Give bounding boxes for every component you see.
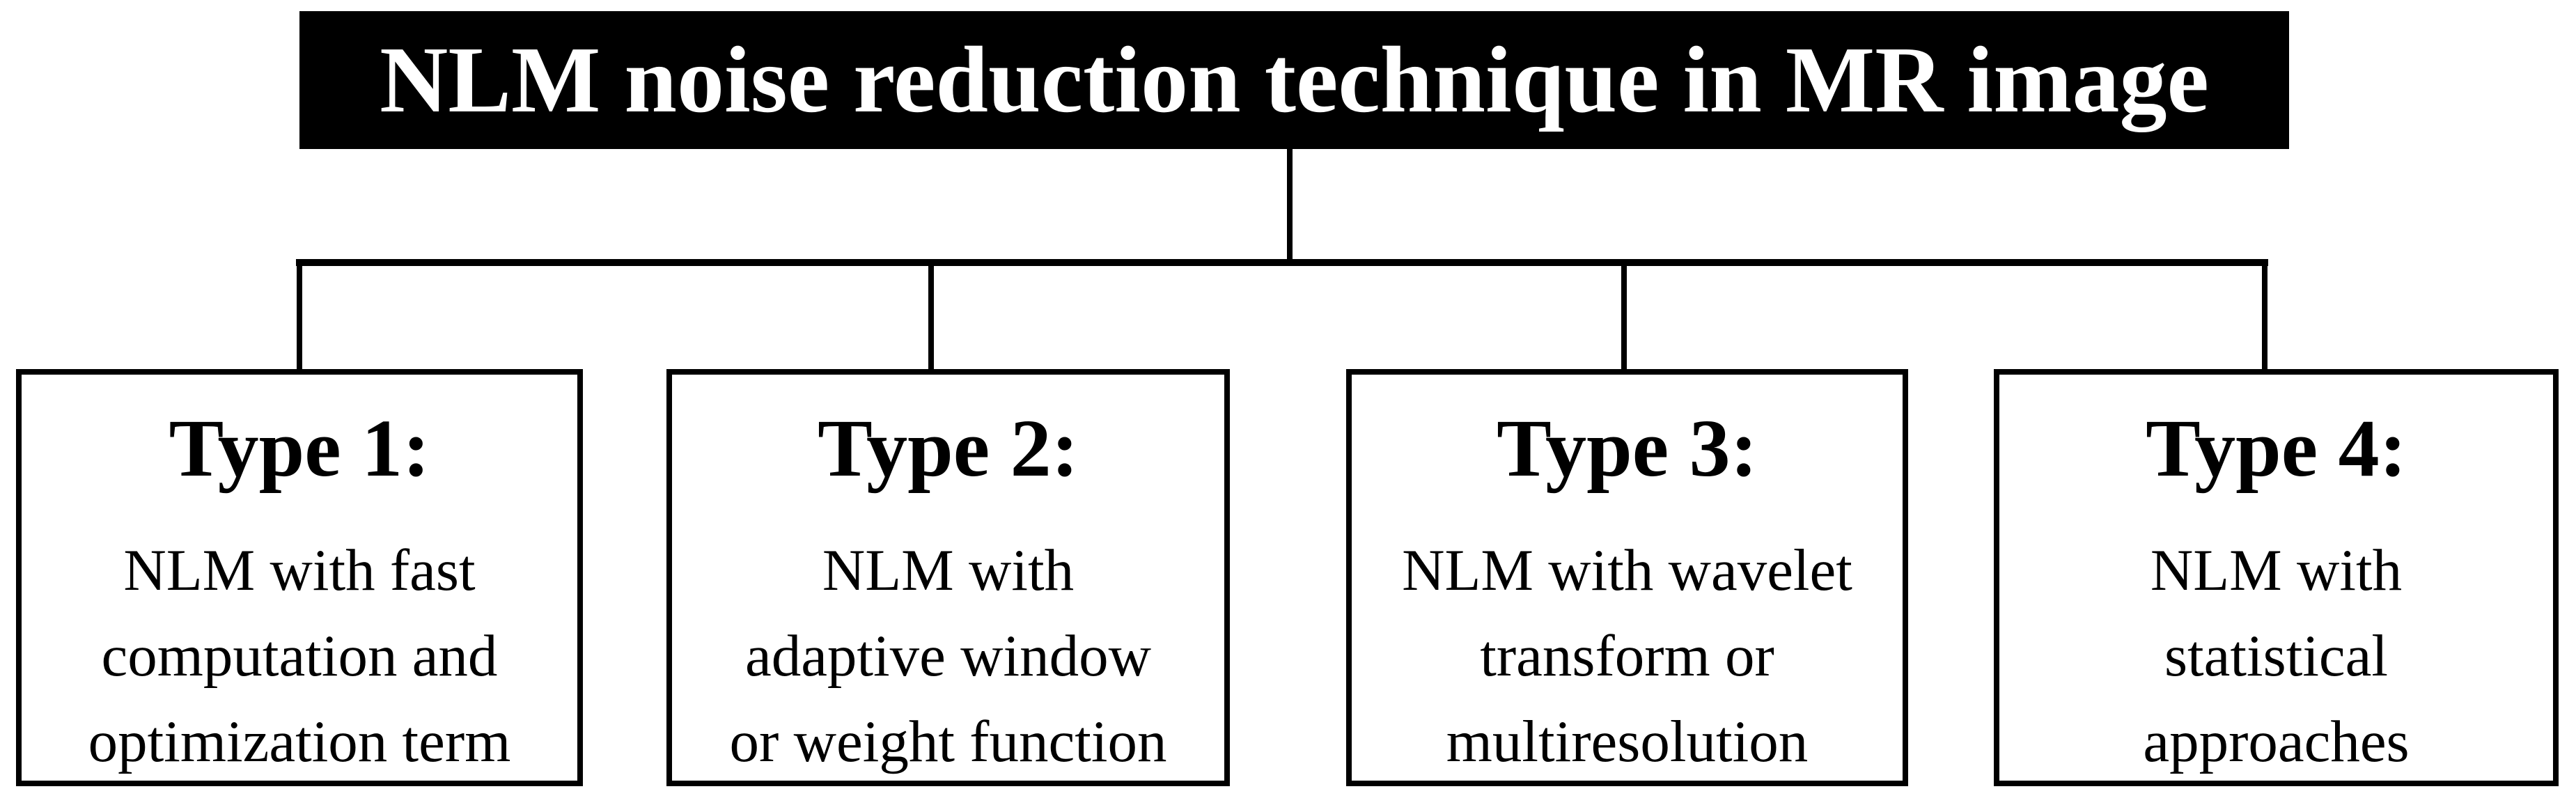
type-4-heading: Type 4: [2146,402,2407,494]
type-4-description-line: statistical [2164,623,2389,689]
type-2-description-line: or weight function [729,709,1167,775]
connector-drop-2 [928,265,934,370]
type-2-heading: Type 2: [818,402,1079,494]
diagram-title-box: NLM noise reduction technique in MR imag… [299,11,2289,149]
connector-drop-1 [297,265,302,370]
type-1-description-line: NLM with fast [123,537,476,603]
type-2-description-line: NLM with [822,537,1075,603]
type-4-description-line: NLM with [2150,537,2403,603]
type-3-description-line: multiresolution [1446,709,1809,775]
type-1-heading: Type 1: [169,402,430,494]
type-3-heading: Type 3: [1497,402,1758,494]
type-3-description-line: transform or [1480,623,1774,689]
type-1-box: Type 1: NLM with fast computation and op… [16,369,583,786]
type-4-box: Type 4: NLM with statistical approaches [1994,369,2559,786]
connector-drop-4 [2262,265,2267,370]
connector-drop-3 [1621,265,1627,370]
type-1-description-line: computation and [101,623,498,689]
type-2-description-line: adaptive window [744,623,1152,689]
type-3-description-line: NLM with wavelet [1402,537,1852,603]
type-4-description-line: approaches [2143,709,2410,775]
type-1-description: NLM with fast computation and optimizati… [88,528,511,786]
connector-stem [1287,149,1293,265]
type-1-description-line: optimization term [88,709,511,775]
type-4-description: NLM with statistical approaches [2143,528,2409,786]
type-2-box: Type 2: NLM with adaptive window or weig… [666,369,1230,786]
connector-rail [296,259,2268,266]
type-3-box: Type 3: NLM with wavelet transform or mu… [1346,369,1908,786]
type-3-description: NLM with wavelet transform or multiresol… [1402,528,1852,786]
diagram-title: NLM noise reduction technique in MR imag… [380,28,2209,132]
type-2-description: NLM with adaptive window or weight funct… [730,528,1167,786]
